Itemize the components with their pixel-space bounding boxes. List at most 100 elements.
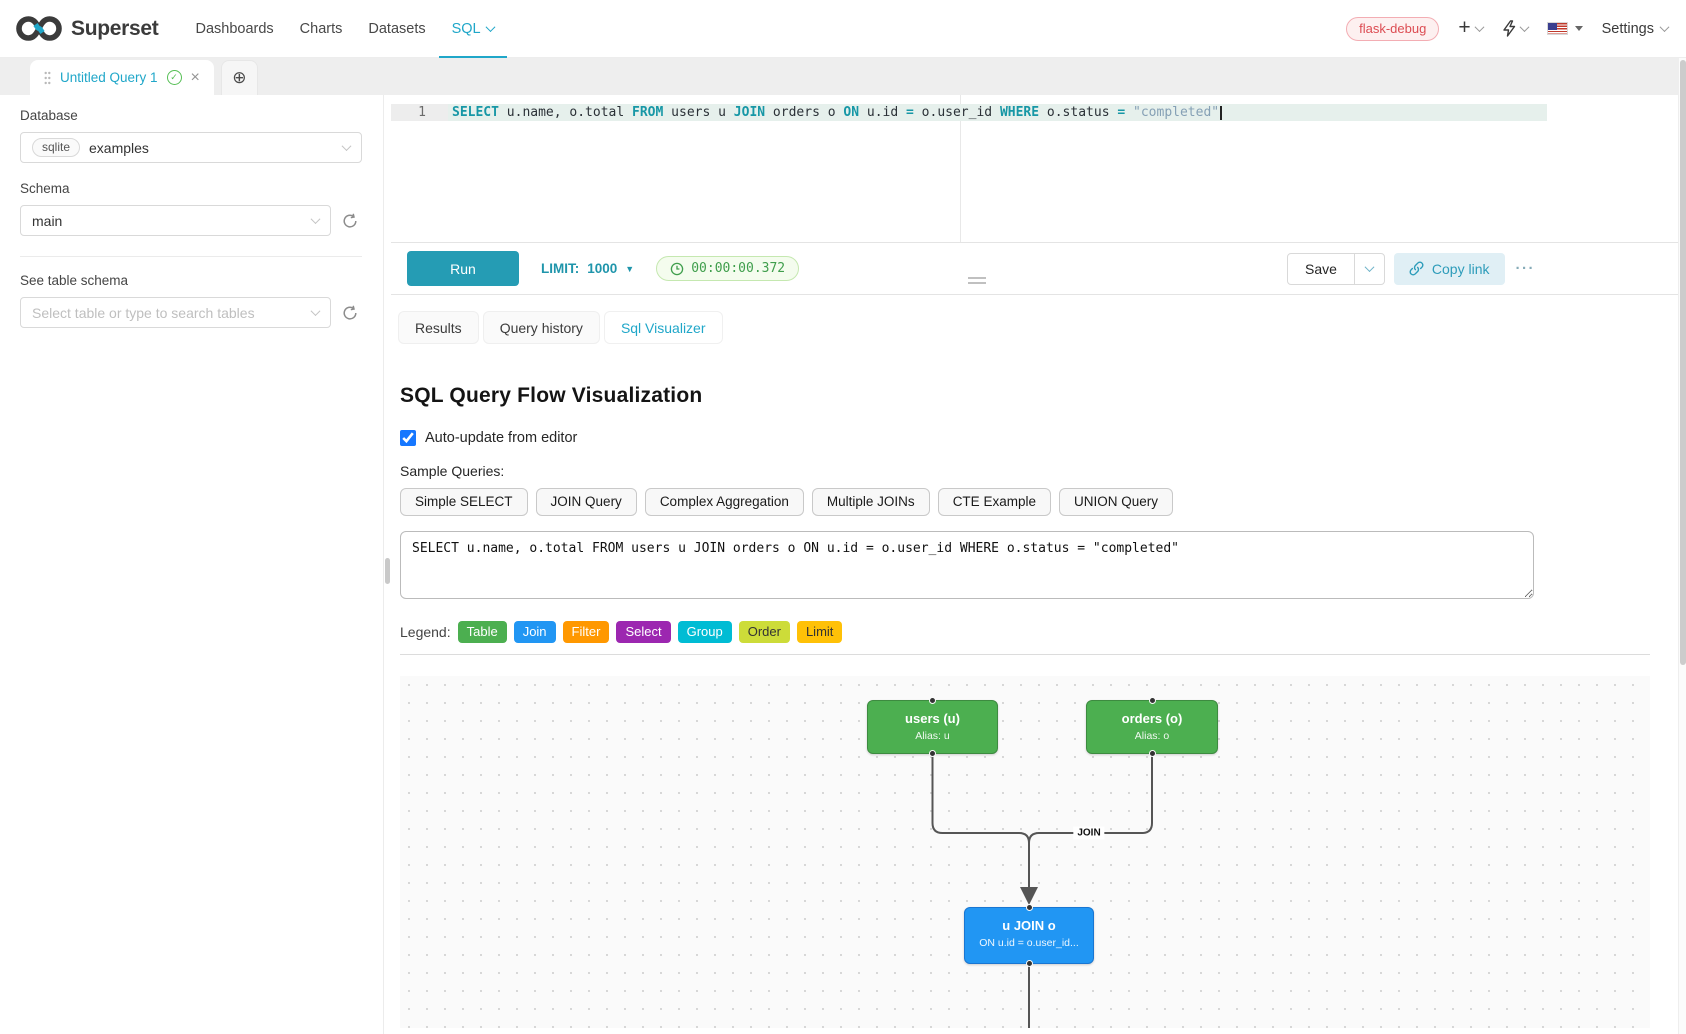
copy-link-button[interactable]: Copy link xyxy=(1393,252,1505,285)
node-handle-bottom[interactable] xyxy=(1025,960,1033,967)
flow-node-subtitle: Alias: u xyxy=(915,730,950,742)
resize-grip[interactable] xyxy=(385,558,390,584)
join-edge-label: JOIN xyxy=(1073,826,1105,840)
save-options-button[interactable] xyxy=(1353,253,1384,284)
refresh-tables-icon[interactable] xyxy=(342,305,358,321)
legend-label: Legend: xyxy=(400,624,451,640)
flow-node-title: u JOIN o xyxy=(1002,918,1056,933)
run-button[interactable]: Run xyxy=(407,251,519,286)
sample-button-simple-select[interactable]: Simple SELECT xyxy=(400,488,528,516)
flow-node-users[interactable]: users (u) Alias: u xyxy=(867,697,998,757)
chevron-down-icon xyxy=(310,214,321,225)
sample-queries-label: Sample Queries: xyxy=(400,463,505,479)
sample-button-join-query[interactable]: JOIN Query xyxy=(535,488,637,516)
query-tab-untitled-query-1[interactable]: Untitled Query 1 ✓ × xyxy=(30,60,214,95)
sql-visualizer-panel: SQL Query Flow Visualization Auto-update… xyxy=(391,344,1686,1028)
legend-badge-group: Group xyxy=(677,621,732,643)
new-item-menu[interactable]: + xyxy=(1458,17,1485,38)
primary-nav: Dashboards Charts Datasets SQL xyxy=(182,0,507,58)
superset-logo[interactable]: Superset xyxy=(16,0,159,57)
drag-dots-icon[interactable] xyxy=(44,71,51,85)
table-select-placeholder: Select table or type to search tables xyxy=(32,304,255,321)
query-tab-title[interactable]: Untitled Query 1 xyxy=(60,70,158,85)
sql-token: = xyxy=(1117,105,1126,120)
node-handle-bottom[interactable] xyxy=(929,750,936,757)
node-handle-top[interactable] xyxy=(1148,697,1156,704)
schema-select[interactable]: main xyxy=(20,205,331,236)
nav-item-charts[interactable]: Charts xyxy=(299,20,343,37)
flow-canvas[interactable]: JOIN users (u) Alias: u orders (o) Alias: o… xyxy=(400,676,1650,1028)
database-select[interactable]: sqlite examples xyxy=(20,132,362,163)
sample-button-cte-example[interactable]: CTE Example xyxy=(937,488,1051,516)
nav-item-dashboards[interactable]: Dashboards xyxy=(195,20,274,37)
settings-label: Settings xyxy=(1601,20,1654,37)
database-engine-badge: sqlite xyxy=(32,138,81,157)
add-tab-icon: ⊕ xyxy=(232,68,247,87)
flow-node-orders[interactable]: orders (o) Alias: o xyxy=(1086,697,1218,757)
auto-update-row[interactable]: Auto-update from editor xyxy=(400,430,1686,446)
chevron-down-icon xyxy=(341,141,352,152)
flow-node-subtitle: Alias: o xyxy=(1134,730,1170,742)
nav-item-sql[interactable]: SQL xyxy=(438,0,507,58)
link-icon xyxy=(1409,261,1424,276)
legend-badge-select: Select xyxy=(616,621,671,643)
tab-sql-visualizer[interactable]: Sql Visualizer xyxy=(603,311,723,344)
flow-node-title: users (u) xyxy=(905,711,960,726)
query-tab-strip: Untitled Query 1 ✓ × ⊕ xyxy=(0,58,1686,95)
more-actions-button[interactable]: ··· xyxy=(1515,260,1535,277)
caret-down-icon: ▼ xyxy=(625,263,635,274)
chevron-down-icon xyxy=(310,306,321,317)
sql-token: o.status xyxy=(1039,105,1118,120)
limit-label: LIMIT: xyxy=(541,261,580,276)
sql-token: WHERE xyxy=(999,105,1040,120)
close-tab-icon[interactable]: × xyxy=(190,68,200,86)
table-select[interactable]: Select table or type to search tables xyxy=(20,297,331,328)
text-cursor xyxy=(1220,106,1223,120)
sql-token: u.id xyxy=(859,105,907,120)
table-schema-label: See table schema xyxy=(20,273,129,288)
add-query-tab-button[interactable]: ⊕ xyxy=(220,60,258,95)
node-handle-top[interactable] xyxy=(1025,904,1033,911)
auto-update-checkbox[interactable] xyxy=(400,430,416,446)
pane-resize-handle[interactable] xyxy=(968,277,986,287)
query-search-menu[interactable] xyxy=(1502,20,1530,37)
refresh-schemas-icon[interactable] xyxy=(342,213,358,229)
chevron-down-icon xyxy=(1474,22,1485,33)
clock-icon xyxy=(670,262,684,275)
legend-badge-limit: Limit xyxy=(796,621,843,643)
sidebar-resize-handle[interactable] xyxy=(383,95,391,1034)
node-handle-top[interactable] xyxy=(929,697,936,704)
nav-item-datasets[interactable]: Datasets xyxy=(368,20,426,37)
window-scrollbar[interactable] xyxy=(1678,58,1686,1034)
elapsed-timer: 00:00:00.372 xyxy=(656,256,800,281)
auto-update-label: Auto-update from editor xyxy=(425,430,578,446)
active-code-line[interactable]: SELECT u.name, o.total FROM users u JOIN… xyxy=(448,104,1547,121)
sample-button-multiple-joins[interactable]: Multiple JOINs xyxy=(811,488,930,516)
node-handle-bottom[interactable] xyxy=(1148,750,1156,757)
settings-menu[interactable]: Settings xyxy=(1601,20,1670,37)
sample-button-union-query[interactable]: UNION Query xyxy=(1058,488,1173,516)
sql-token: u.name, o.total xyxy=(498,105,633,120)
flow-node-title: orders (o) xyxy=(1121,711,1183,726)
scrollbar-thumb[interactable] xyxy=(1680,60,1686,666)
visualizer-sql-input[interactable]: SELECT u.name, o.total FROM users u JOIN… xyxy=(400,531,1534,599)
sample-button-complex-aggregation[interactable]: Complex Aggregation xyxy=(644,488,804,516)
language-picker[interactable] xyxy=(1546,22,1583,35)
flow-edges xyxy=(931,754,1153,1028)
superset-infinity-icon xyxy=(16,16,62,41)
limit-dropdown[interactable]: LIMIT: 1000 ▼ xyxy=(541,261,634,276)
copy-link-label: Copy link xyxy=(1431,260,1490,277)
sql-editor[interactable]: 1 SELECT u.name, o.total FROM users u JO… xyxy=(391,95,1686,243)
us-flag-icon xyxy=(1546,22,1568,35)
save-button[interactable]: Save xyxy=(1304,260,1337,277)
sql-token: = xyxy=(906,105,914,120)
sql-token: "completed" xyxy=(1133,105,1220,120)
caret-down-icon xyxy=(1574,26,1583,31)
tab-results[interactable]: Results xyxy=(398,311,479,344)
tab-query-history[interactable]: Query history xyxy=(482,311,600,344)
sidebar-divider xyxy=(20,256,362,257)
